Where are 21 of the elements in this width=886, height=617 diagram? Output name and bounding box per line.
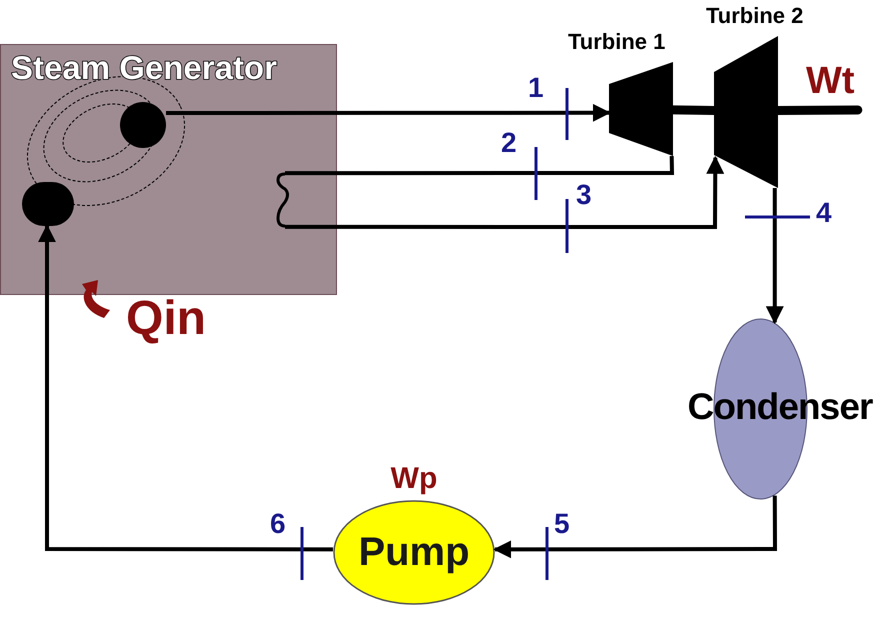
pipe-arrow <box>285 156 724 229</box>
state-number: 6 <box>270 510 286 538</box>
heat-label: Qin <box>126 295 206 343</box>
state-number: 5 <box>554 510 570 538</box>
state-number: 1 <box>528 74 544 102</box>
work-label: Wt <box>806 62 855 100</box>
pump-label: Pump <box>357 529 471 576</box>
turbine-label: Turbine 2 <box>706 2 804 30</box>
pipe-arrow <box>166 104 611 122</box>
work-label: Wp <box>390 464 438 494</box>
pipe-arrow <box>493 496 777 558</box>
steam-generator-box <box>0 44 337 295</box>
pipe-arrow <box>766 188 784 324</box>
turbine-label: Turbine 1 <box>568 28 666 56</box>
box-title: Steam Generator <box>11 48 277 88</box>
state-number: 4 <box>816 199 832 227</box>
state-number: 3 <box>576 181 592 209</box>
condenser-label: Condenser <box>686 385 874 429</box>
pipe-arrow <box>38 224 333 552</box>
reheat-coil <box>276 172 292 228</box>
state-number: 2 <box>501 129 517 157</box>
